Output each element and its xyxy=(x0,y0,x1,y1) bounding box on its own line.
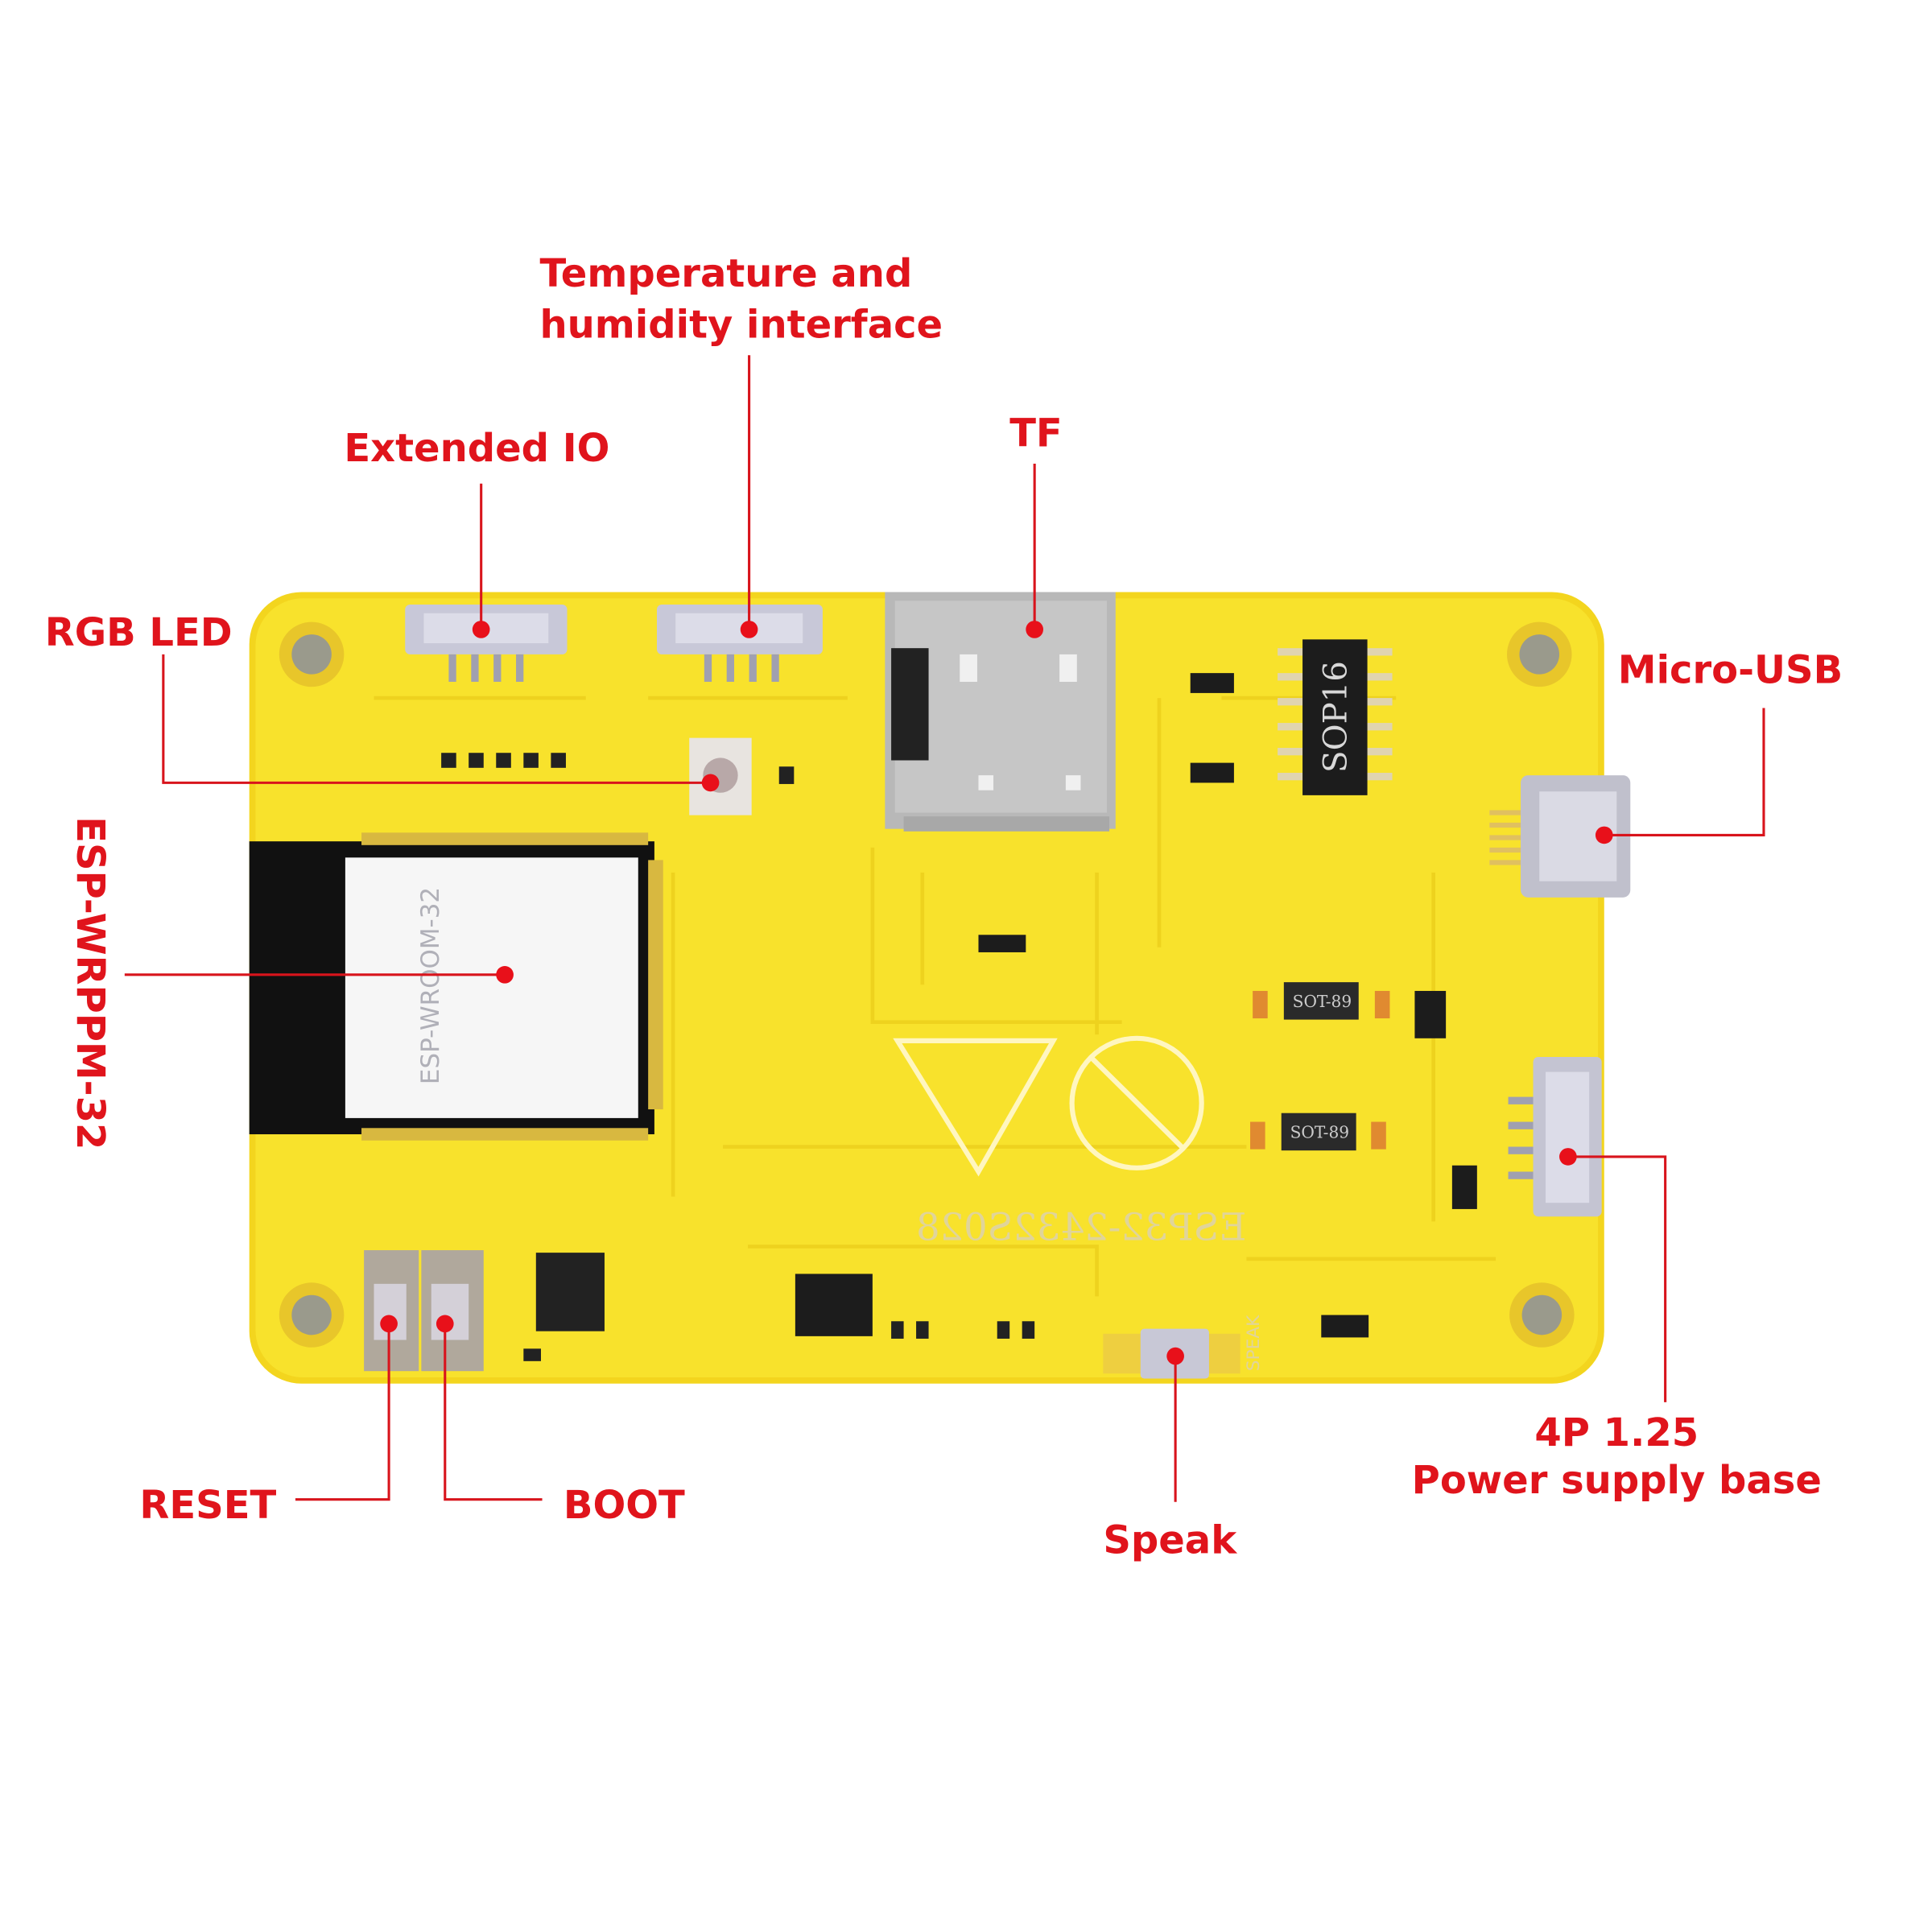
label-power-line1: 4P 1.25 xyxy=(1534,1410,1699,1455)
reset-button[interactable] xyxy=(364,1250,419,1372)
amplifier-chip xyxy=(795,1274,873,1336)
speaker-connector xyxy=(1103,1328,1241,1379)
regulator-2-label: SOT-89 xyxy=(1290,1123,1349,1142)
label-esp-module: ESP-WRPPM-32 xyxy=(68,816,113,1150)
label-reset: RESET xyxy=(139,1483,276,1528)
usb-uart-chip xyxy=(535,1253,605,1331)
power-supply-connector xyxy=(1508,1057,1602,1217)
sop16-label: SOP16 xyxy=(1317,661,1354,773)
certification-logos xyxy=(893,1035,1204,1177)
rgb-led xyxy=(689,737,752,815)
module-silkscreen: ESP-WROOM-32 xyxy=(416,887,445,1084)
label-rgb-led: RGB LED xyxy=(45,610,233,655)
sop16-chip: SOP16 xyxy=(1278,639,1393,795)
tf-card-slot xyxy=(885,592,1116,832)
pcb-board: SOP16 ESP-WROOM-32 xyxy=(249,592,1631,1384)
boot-button[interactable] xyxy=(421,1250,484,1372)
regulator-1-label: SOT-89 xyxy=(1293,992,1352,1011)
esp-wroom-32-module: ESP-WROOM-32 xyxy=(249,832,663,1141)
callout-labels: Temperature and humidity interface Exten… xyxy=(45,251,1843,1563)
label-extended-io: Extended IO xyxy=(344,426,609,471)
mounting-holes xyxy=(279,621,1575,1348)
label-temperature-humidity-line1: Temperature and xyxy=(539,251,912,296)
label-micro-usb: Micro-USB xyxy=(1618,648,1843,693)
callout-leaders xyxy=(124,355,1765,1502)
label-temperature-humidity-line2: humidity interface xyxy=(539,303,943,348)
speak-silkscreen: SPEAK xyxy=(1244,1315,1264,1371)
temperature-humidity-connector xyxy=(657,604,823,682)
label-boot: BOOT xyxy=(564,1483,685,1528)
board-model-silkscreen: ESP32-2432S028 xyxy=(916,1206,1246,1249)
label-power-line2: Power supply base xyxy=(1412,1458,1822,1503)
label-tf: TF xyxy=(1009,411,1063,456)
label-speak: Speak xyxy=(1103,1517,1237,1563)
regulators: SOT-89 SOT-89 xyxy=(1250,982,1390,1151)
